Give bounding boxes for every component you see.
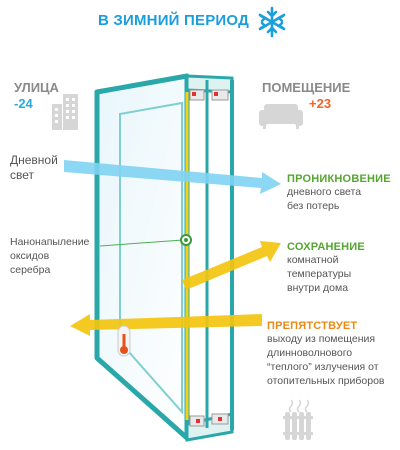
outside-label: УЛИЦА [14,80,59,95]
window-frame [94,73,234,442]
penetration-heading: ПРОНИКНОВЕНИЕ [287,173,391,185]
retention-block: СОХРАНЕНИЕ комнатной температуры внутри … [287,241,365,295]
prevention-line1: выходу из помещения [267,333,376,345]
daylight-label: Дневной свет [10,153,58,183]
prevention-heading: ПРЕПЯТСТВУЕТ [267,320,358,332]
prevention-line3: “теплого” излучения от [267,361,379,373]
prevention-block: ПРЕПЯТСТВУЕТ выходу из помещения длиннов… [267,320,384,388]
retention-heading: СОХРАНЕНИЕ [287,241,365,253]
retention-line1: комнатной [287,254,339,266]
prevention-line4: отопительных приборов [267,375,385,387]
daylight-label-line2: свет [10,168,35,182]
retention-line3: внутри дома [287,282,349,294]
snowflake-icon [258,6,286,38]
daylight-arrow [64,160,281,194]
heat-retention-arrow [182,241,281,290]
coating-label: Нанонапыление оксидов серебра [10,235,89,277]
penetration-line2: без потерь [287,200,340,212]
penetration-block: ПРОНИКНОВЕНИЕ дневного света без потерь [287,173,391,213]
daylight-label-line1: Дневной [10,153,58,167]
page-title: В ЗИМНИЙ ПЕРИОД [98,12,249,29]
retention-line2: температуры [287,268,352,280]
penetration-line1: дневного света [287,186,362,198]
heat-reflect-arrow [70,314,262,336]
thermometer-icon [117,325,131,357]
inside-label: ПОМЕЩЕНИЕ [262,80,351,95]
radiator-icon [283,399,313,440]
outside-temp: -24 [14,96,33,111]
coating-label-line2: оксидов [10,250,50,262]
coating-label-line3: серебра [10,264,51,276]
coating-label-line1: Нанонапыление [10,236,90,248]
prevention-line2: длинноволнового [267,347,353,359]
sofa-icon [259,104,303,129]
inside-temp: +23 [309,96,332,111]
building-icon [52,94,78,130]
